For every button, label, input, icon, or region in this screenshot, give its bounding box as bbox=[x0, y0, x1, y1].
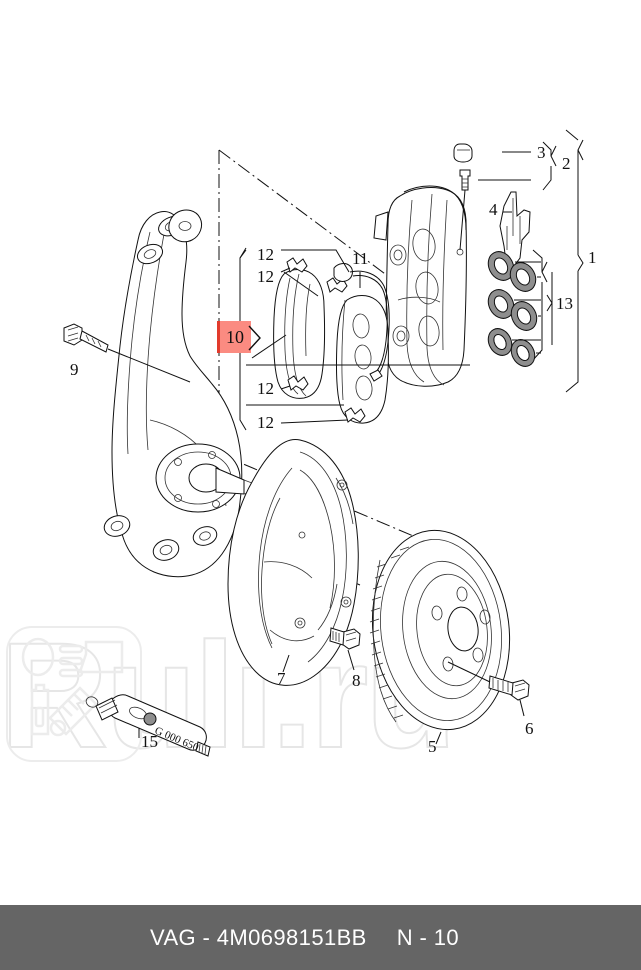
exploded-diagram-drawing: .ln { fill:none; stroke:#111; stroke-wid… bbox=[63, 129, 584, 757]
brake-pads bbox=[273, 269, 389, 424]
callout-1: 1 bbox=[588, 248, 597, 267]
callout-12-d: 12 bbox=[257, 413, 274, 432]
callout-4: 4 bbox=[489, 200, 498, 219]
group-brackets bbox=[532, 129, 584, 393]
wheel-hub bbox=[155, 443, 253, 513]
footer-bar: VAG - 4M0698151BB N - 10 bbox=[0, 905, 641, 970]
steering-knuckle bbox=[103, 209, 243, 578]
catalog-code: N - 10 bbox=[396, 924, 460, 950]
part-number: VAG - 4M0698151BB bbox=[150, 924, 367, 950]
callout-10-highlighted[interactable]: 10 bbox=[217, 321, 251, 353]
callout-6: 6 bbox=[525, 719, 534, 738]
callout-8: 8 bbox=[352, 671, 361, 690]
callout-13: 13 bbox=[556, 294, 573, 313]
callout-12-c: 12 bbox=[257, 379, 274, 398]
brake-disc bbox=[369, 529, 511, 731]
leader-lines bbox=[246, 151, 541, 745]
seal-ring-kit bbox=[487, 251, 538, 367]
shield-bolt-8 bbox=[329, 627, 361, 671]
callout-2: 2 bbox=[562, 154, 571, 173]
callout-12-a: 12 bbox=[257, 245, 274, 264]
grease-tube: G 000 650 bbox=[85, 694, 211, 757]
callout-3: 3 bbox=[537, 143, 546, 162]
callout-10-arrow bbox=[248, 325, 261, 351]
bleeder-screw-assembly bbox=[453, 143, 473, 256]
brake-splash-shield bbox=[227, 439, 359, 686]
callout-12-b: 12 bbox=[257, 267, 274, 286]
callout-11: 11 bbox=[352, 249, 369, 268]
disc-bolt-6 bbox=[447, 661, 530, 717]
disc-cooling-vanes bbox=[369, 546, 410, 719]
callout-9: 9 bbox=[70, 360, 79, 379]
callout-15: 15 bbox=[141, 732, 158, 751]
callout-7: 7 bbox=[277, 669, 286, 688]
disc-bolt-holes bbox=[431, 586, 491, 672]
caliper-bolt-9 bbox=[63, 323, 191, 383]
brake-caliper bbox=[373, 185, 467, 387]
callout-5: 5 bbox=[428, 737, 437, 756]
